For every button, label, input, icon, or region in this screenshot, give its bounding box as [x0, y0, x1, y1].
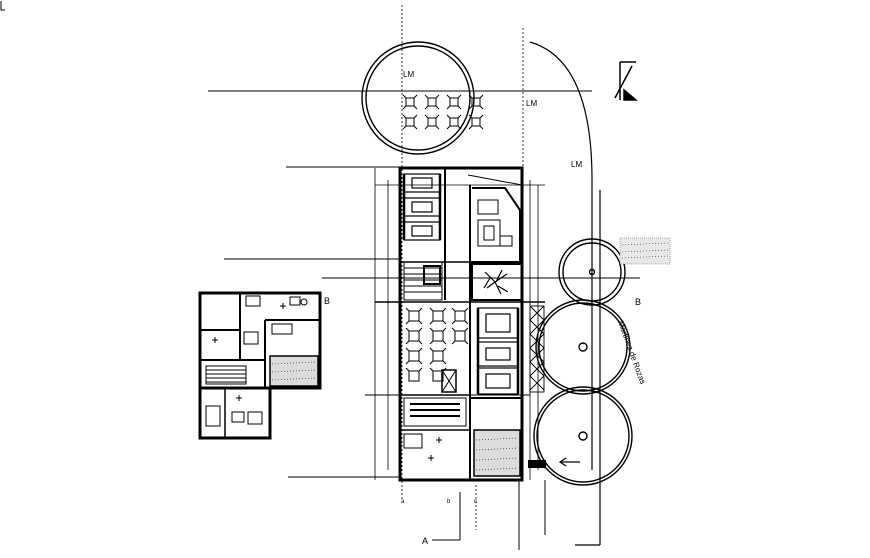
tree-bottom — [533, 386, 633, 486]
planter-column — [529, 305, 545, 393]
trees — [361, 41, 633, 486]
lm-tree-label: LM — [403, 70, 414, 79]
dining-tables — [405, 307, 469, 382]
lm-lower-label: LM — [571, 160, 582, 169]
tree-mid — [538, 302, 628, 392]
section-a-label: A — [422, 536, 428, 546]
tree-small — [558, 238, 626, 306]
planting-hatch — [619, 237, 671, 265]
lower-planting — [473, 429, 546, 477]
lounge-tables — [477, 199, 513, 247]
street-edge — [529, 41, 601, 546]
lm-upper-label: LM — [526, 99, 537, 108]
entrance-arrow — [558, 457, 580, 467]
booth-seating — [402, 173, 442, 241]
section-b-right-label: B — [635, 297, 641, 307]
terrace-tables — [402, 94, 484, 130]
upper-floor-plan — [198, 291, 322, 440]
plant-court — [471, 263, 523, 301]
grid-c-label: c — [474, 499, 477, 505]
dotted-axes — [401, 5, 524, 530]
grid-a-label: a — [401, 499, 405, 505]
service-area — [403, 369, 467, 461]
corner-mark — [0, 1, 5, 11]
lounge-sofas — [476, 307, 520, 395]
grid-b-label: b — [447, 499, 451, 505]
section-b-left-label: B — [324, 296, 330, 306]
north-arrow-icon — [614, 61, 639, 101]
staircase — [403, 261, 443, 301]
